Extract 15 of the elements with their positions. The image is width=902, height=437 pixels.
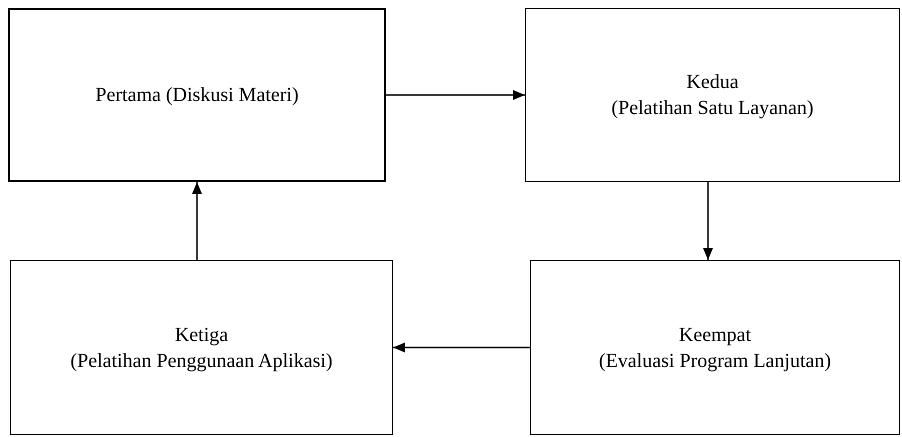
arrow [703, 182, 713, 260]
box-text: Kedua [686, 70, 739, 95]
box-text: Keempat [678, 322, 752, 348]
box-text: Ketiga [174, 322, 228, 348]
process-box [10, 260, 393, 435]
process-box [525, 8, 900, 182]
box-text: Pertama (Diskusi Materi) [95, 83, 299, 108]
process-box [8, 8, 386, 182]
process-box [530, 260, 900, 435]
arrow [192, 182, 202, 260]
arrow [393, 342, 530, 352]
box-text: (Evaluasi Program Lanjutan) [598, 348, 832, 374]
box-text: (Pelatihan Penggunaan Aplikasi) [70, 348, 333, 374]
box-text: (Pelatihan Satu Layanan) [611, 96, 814, 121]
arrow [386, 90, 525, 100]
